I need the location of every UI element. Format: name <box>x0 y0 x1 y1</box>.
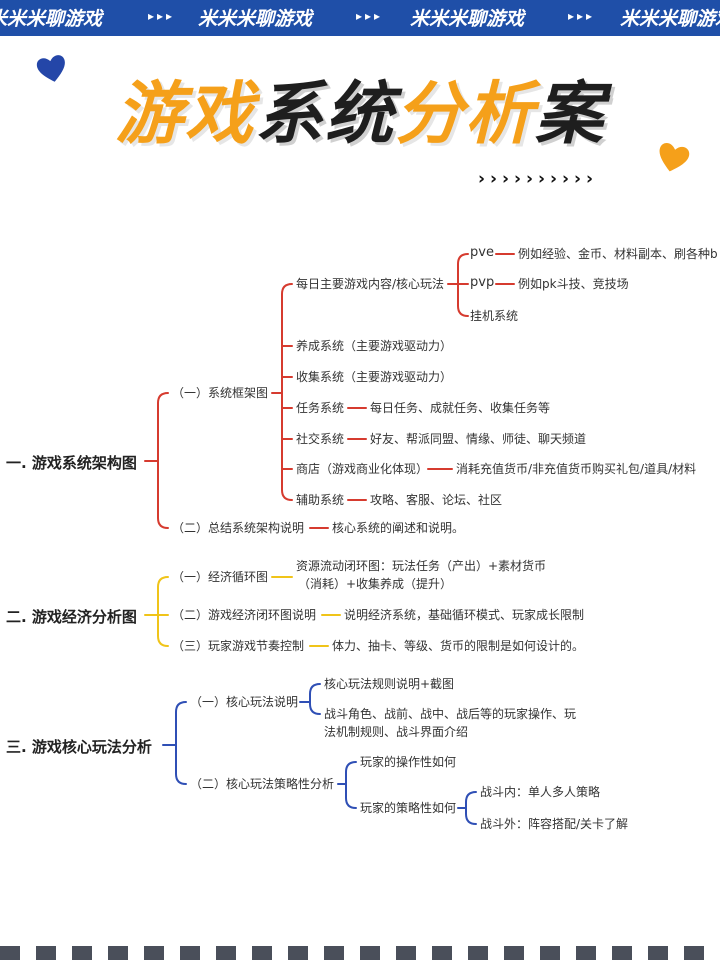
node-out-battle: 战斗外：阵容搭配/关卡了解 <box>480 817 629 831</box>
node-core-combat-desc: 战斗角色、战前、战中、战后等的玩家操作、玩 <box>324 707 577 721</box>
banner-text: 米米米聊游戏 <box>620 8 720 30</box>
node-architecture-summary-desc: 核心系统的阐述和说明。 <box>332 521 465 535</box>
node-aux-system: 辅助系统 <box>296 493 345 507</box>
banner-arrows: ▸▸▸ <box>148 9 176 23</box>
node-economy-loop: （二）游戏经济闭环图说明 <box>172 608 317 622</box>
node-operability: 玩家的操作性如何 <box>360 755 457 769</box>
banner-text: 米米米聊游戏 <box>0 8 103 30</box>
node-pve-desc: 例如经验、金币、材料副本、刷各种b <box>518 247 718 261</box>
node-social-desc: 好友、帮派同盟、情缘、师徒、聊天频道 <box>370 432 587 446</box>
title-part: 系统 <box>254 75 395 154</box>
node-core-rules: 核心玩法规则说明+截图 <box>324 677 455 691</box>
node-in-battle: 战斗内：单人多人策略 <box>480 785 601 799</box>
node-economy-cycle: （一）经济循环图 <box>172 570 269 584</box>
node-pacing-control-desc: 体力、抽卡、等级、货币的限制是如何设计的。 <box>332 639 585 653</box>
title-part: 案 <box>535 75 606 154</box>
top-banner: 米米米聊游戏 ▸▸▸ 米米米聊游戏 ▸▸▸ 米米米聊游戏 ▸▸▸ 米米米聊游戏 <box>0 0 720 36</box>
node-core-combat-desc: 法机制规则、战斗界面介绍 <box>324 725 469 739</box>
section-1-title: 一. 游戏系统架构图 <box>6 454 137 472</box>
banner-arrows: ▸▸▸ <box>356 9 384 23</box>
title-part: 分析 <box>395 75 536 154</box>
node-daily-content: 每日主要游戏内容/核心玩法 <box>296 277 445 291</box>
node-pve: pve <box>470 245 494 260</box>
heart-icon <box>36 55 65 82</box>
page-title: 游戏系统分析案 <box>0 58 720 157</box>
banner-text: 米米米聊游戏 <box>198 8 313 30</box>
node-strategy: 玩家的策略性如何 <box>360 801 457 815</box>
title-part: 游戏 <box>114 75 255 154</box>
node-core-strategy: （二）核心玩法策略性分析 <box>190 777 335 791</box>
node-aux-desc: 攻略、客服、论坛、社区 <box>370 493 503 507</box>
footer-dashes <box>0 946 720 960</box>
node-idle-system: 挂机系统 <box>470 309 519 323</box>
node-pacing-control: （三）玩家游戏节奏控制 <box>172 639 305 653</box>
banner-arrows: ▸▸▸ <box>568 9 596 23</box>
node-architecture-summary: （二）总结系统架构说明 <box>172 521 305 535</box>
node-economy-cycle-desc: 资源流动闭环图：玩法任务（产出）+素材货币 <box>296 559 547 573</box>
node-social-system: 社交系统 <box>296 432 345 446</box>
node-shop: 商店（游戏商业化体现） <box>296 462 429 476</box>
node-pvp: pvp <box>470 275 495 290</box>
node-task-system: 任务系统 <box>296 401 345 415</box>
section-3-title: 三. 游戏核心玩法分析 <box>6 738 152 756</box>
banner-text: 米米米聊游戏 <box>410 8 525 30</box>
node-economy-cycle-desc: （消耗）+收集养成（提升） <box>298 577 453 591</box>
node-shop-desc: 消耗充值货币/非充值货币购买礼包/道具/材料 <box>456 462 697 476</box>
node-economy-loop-desc: 说明经济系统，基础循环模式、玩家成长限制 <box>344 608 585 622</box>
node-pvp-desc: 例如pk斗技、竞技场 <box>518 277 629 291</box>
node-growth-system: 养成系统（主要游戏驱动力） <box>296 339 453 353</box>
node-system-framework: （一）系统框架图 <box>172 386 269 400</box>
node-core-gameplay: （一）核心玩法说明 <box>190 695 299 709</box>
node-collect-system: 收集系统（主要游戏驱动力） <box>296 370 453 384</box>
chevron-right-icon: ›››››››››› <box>478 169 599 189</box>
section-2-title: 二. 游戏经济分析图 <box>6 608 137 626</box>
heart-icon <box>659 143 690 172</box>
node-task-desc: 每日任务、成就任务、收集任务等 <box>370 401 551 415</box>
